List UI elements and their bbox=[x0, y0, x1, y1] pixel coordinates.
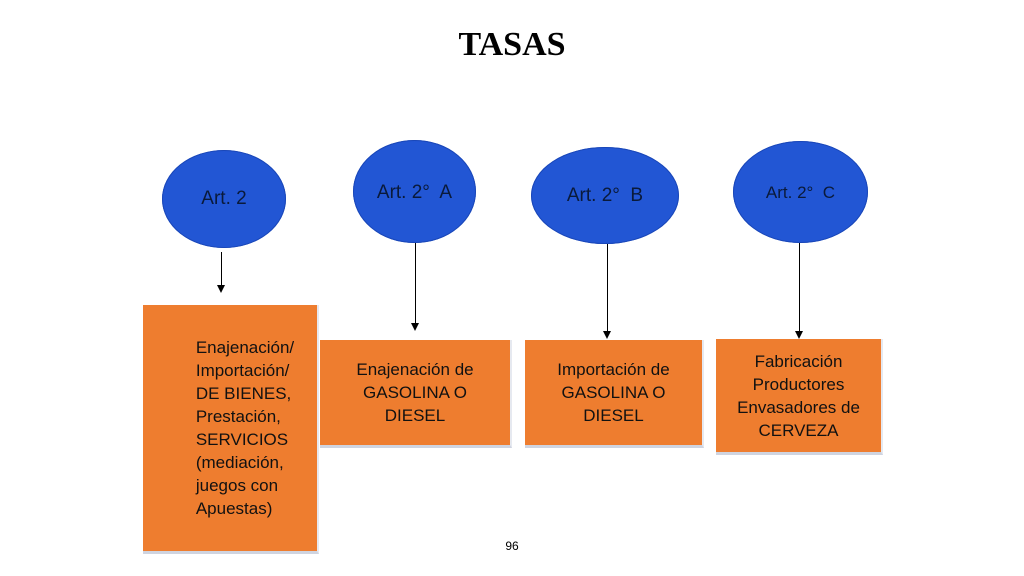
page-number: 96 bbox=[505, 539, 519, 553]
arrowhead-art-2 bbox=[217, 285, 225, 293]
ellipse-art-2c: Art. 2° C bbox=[733, 141, 868, 243]
arrow-art-2a bbox=[415, 243, 416, 324]
ellipse-art-2a: Art. 2° A bbox=[353, 140, 476, 243]
arrow-art-2b bbox=[607, 244, 608, 332]
arrow-art-2 bbox=[221, 252, 222, 285]
page-title: TASAS bbox=[458, 26, 566, 63]
box-art-2b: Importación de GASOLINA O DIESEL bbox=[525, 340, 704, 448]
arrow-art-2c bbox=[799, 243, 800, 331]
box-art-2a: Enajenación de GASOLINA O DIESEL bbox=[320, 340, 512, 448]
arrowhead-art-2b bbox=[603, 331, 611, 339]
ellipse-art-2b: Art. 2° B bbox=[531, 147, 679, 244]
arrowhead-art-2c bbox=[795, 331, 803, 339]
ellipse-art-2: Art. 2 bbox=[162, 150, 286, 248]
box-art-2c: Fabricación Productores Envasadores de C… bbox=[716, 339, 883, 455]
arrowhead-art-2a bbox=[411, 323, 419, 331]
box-art-2: Enajenación/ Importación/ DE BIENES, Pre… bbox=[143, 305, 319, 554]
